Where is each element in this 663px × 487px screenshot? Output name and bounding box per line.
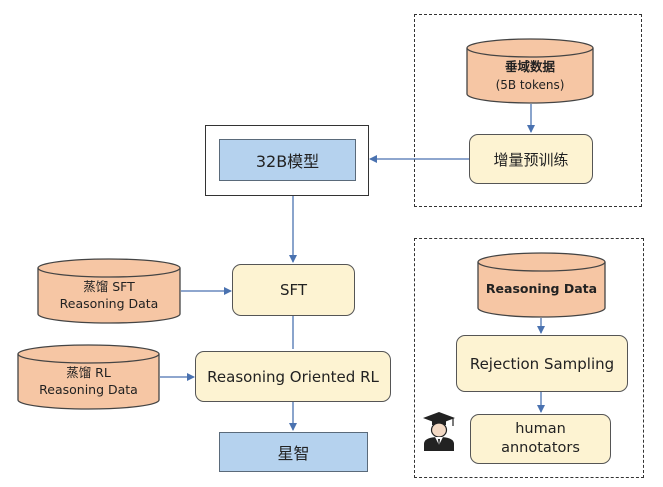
incremental-pretraining-label: 增量预训练 xyxy=(493,150,569,169)
domain-data-subtitle: (5B tokens) xyxy=(495,78,565,92)
annotators-line1: human xyxy=(515,421,566,438)
annotators-line2: annotators xyxy=(501,440,580,456)
base-model-box: 32B模型 xyxy=(219,139,356,181)
rl-data-cylinder: 蒸馏 RL Reasoning Data xyxy=(17,344,160,410)
rejection-sampling-label: Rejection Sampling xyxy=(469,354,615,373)
sft-data-line2: Reasoning Data xyxy=(59,296,159,311)
base-model-frame xyxy=(205,125,369,196)
rl-data-line1: 蒸馏 RL xyxy=(66,365,111,380)
sft-label: SFT xyxy=(279,281,308,299)
domain-data-cylinder: 垂域数据 (5B tokens) xyxy=(466,38,594,104)
pretraining-group xyxy=(414,14,642,207)
domain-data-title: 垂域数据 xyxy=(504,59,555,74)
final-model-box: 星智 xyxy=(219,432,368,472)
rejection-group xyxy=(414,238,644,478)
base-model-label: 32B模型 xyxy=(255,152,320,171)
human-annotators-box: human annotators xyxy=(470,414,611,464)
sft-box: SFT xyxy=(232,264,355,316)
rejection-sampling-box: Rejection Sampling xyxy=(456,335,628,392)
sft-data-line1: 蒸馏 SFT xyxy=(83,279,135,294)
final-model-label: 星智 xyxy=(277,444,310,463)
reasoning-data-title: Reasoning Data xyxy=(485,281,598,296)
incremental-pretraining-box: 增量预训练 xyxy=(469,134,593,184)
sft-data-cylinder: 蒸馏 SFT Reasoning Data xyxy=(37,258,181,324)
rl-data-line2: Reasoning Data xyxy=(39,382,138,397)
graduate-person-icon xyxy=(422,411,456,451)
reasoning-rl-label: Reasoning Oriented RL xyxy=(207,367,379,386)
reasoning-data-cylinder: Reasoning Data xyxy=(477,252,606,318)
reasoning-rl-box: Reasoning Oriented RL xyxy=(195,351,391,402)
